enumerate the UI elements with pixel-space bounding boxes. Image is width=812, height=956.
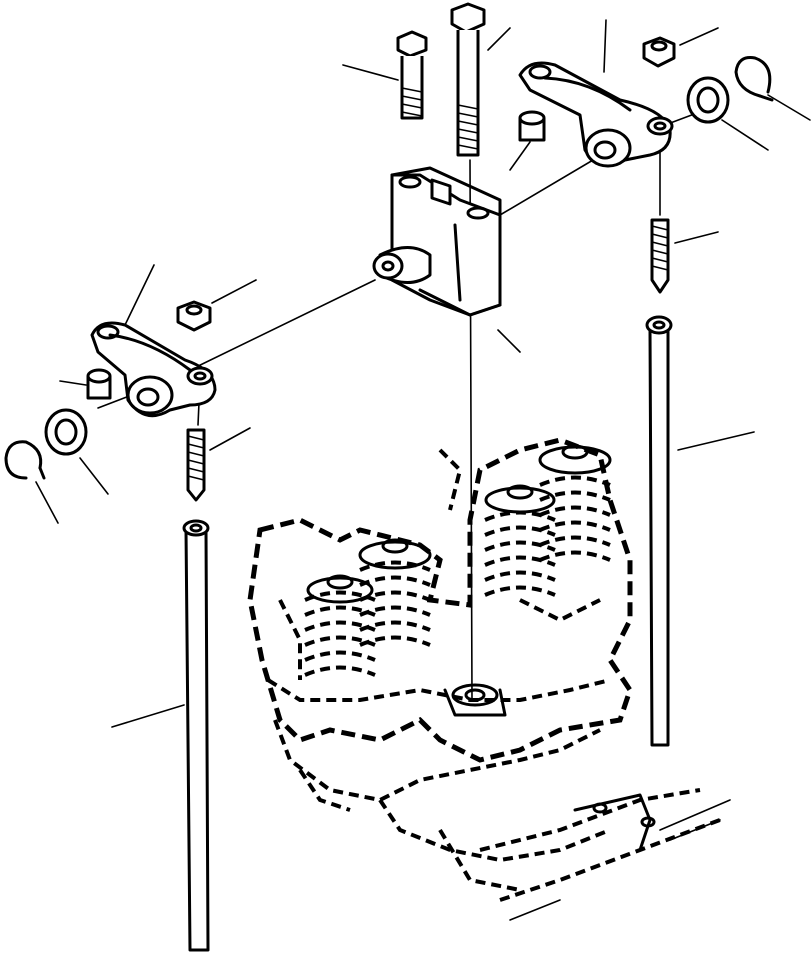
valve-spring-front-left — [304, 574, 376, 677]
lock-nut-right — [642, 36, 676, 68]
callout-rocker-arm-right — [603, 19, 607, 73]
dowel-sleeve-left — [86, 368, 112, 400]
callout-bolt-short — [342, 64, 399, 81]
callout-pushrod-left — [111, 704, 185, 728]
mounting-boss — [443, 683, 507, 717]
valve-spring-front-right — [358, 538, 432, 647]
callout-adjusting-screw-left — [209, 427, 251, 451]
snap-ring-right — [734, 56, 774, 102]
lock-nut-left — [176, 300, 212, 332]
cylinder-head-outline — [247, 437, 633, 892]
callout-adjusting-screw-right — [674, 231, 719, 244]
adjusting-screw-left — [186, 428, 206, 502]
callout-snap-ring-right — [767, 94, 811, 121]
callout-dowel-right — [509, 141, 531, 171]
pushrod-left — [182, 519, 210, 952]
callout-snap-ring-left — [35, 481, 59, 524]
bracket-bolt-short — [396, 30, 428, 120]
callout-rocker-arm-left — [124, 264, 155, 326]
dowel-sleeve-right — [518, 110, 546, 142]
callout-lock-nut-right — [679, 27, 719, 46]
rocker-rail-outline — [479, 788, 731, 921]
rocker-arm-left — [90, 321, 217, 418]
valve-spring-rear-right — [538, 444, 612, 562]
rocker-arm-right — [518, 61, 674, 168]
callout-leaders — [35, 19, 811, 728]
callout-bracket — [497, 329, 521, 353]
callout-bolt-long — [487, 27, 511, 51]
thrust-washer-right — [686, 76, 730, 124]
callout-lock-nut-left — [211, 279, 257, 304]
adjusting-screw-right — [650, 218, 670, 294]
snap-ring-left — [4, 440, 46, 480]
thrust-washer-left — [44, 408, 88, 456]
rocker-support-bracket — [372, 166, 502, 317]
callout-washer-left — [79, 457, 109, 495]
callout-dowel-left — [59, 380, 87, 386]
pushrod-right — [645, 315, 673, 747]
valve-spring-rear-left — [484, 484, 556, 597]
callout-pushrod-right — [677, 431, 755, 451]
callout-washer-right — [721, 119, 769, 151]
bracket-bolt-long — [450, 2, 486, 157]
